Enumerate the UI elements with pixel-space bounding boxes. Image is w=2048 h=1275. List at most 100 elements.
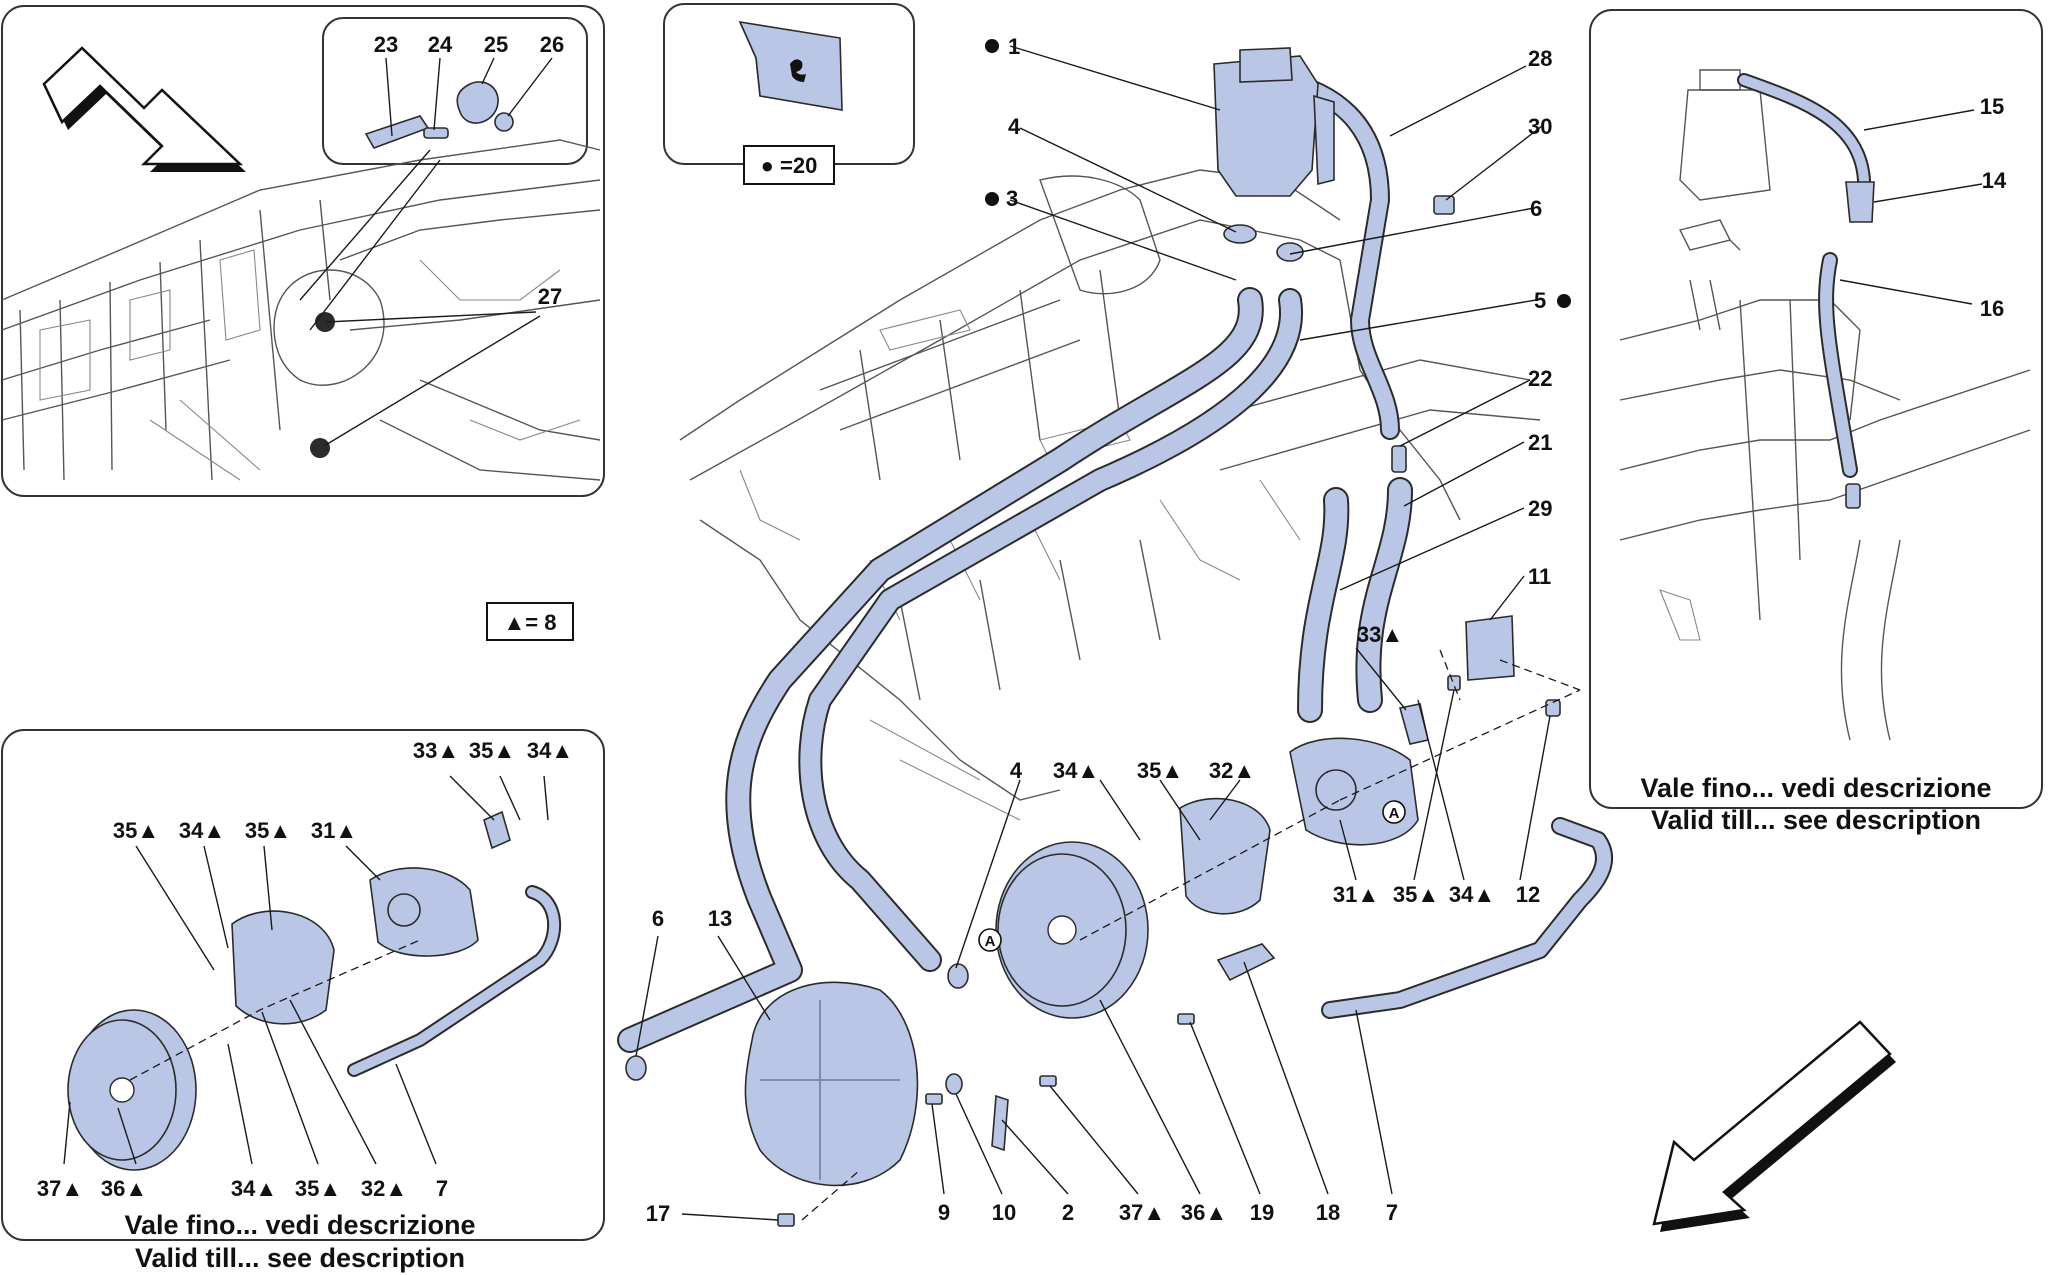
bolt-12	[1545, 699, 1561, 717]
callout-35-variant-c: 35▲	[245, 818, 291, 843]
callout-24: 24	[428, 32, 453, 57]
bracket-18	[1216, 943, 1276, 982]
view-A-marker-icon-1: A	[978, 928, 1002, 952]
power-steering-pump-31	[1289, 703, 1429, 846]
washer-10	[945, 1073, 963, 1095]
direction-arrow-icon-bottom-right	[1652, 1020, 1896, 1232]
sensor-14	[1845, 181, 1875, 223]
callout-36-center: 36▲	[1181, 1200, 1227, 1225]
reservoir-variant-illustration	[1619, 69, 2031, 741]
callout-2: 2	[1062, 1200, 1074, 1225]
clamp-6-lower	[625, 1055, 647, 1081]
callout-23: 23	[374, 32, 398, 57]
variant-hose-7	[347, 885, 561, 1077]
callout-34-center-b: 34▲	[1449, 882, 1495, 907]
callout-33-center: 33▲	[1357, 622, 1403, 647]
callout-21: 21	[1528, 430, 1552, 455]
hose-13-return	[617, 287, 1264, 1053]
callout-35-center-b: 35▲	[1393, 882, 1439, 907]
validity-note-right: Vale fino... vedi descrizione Valid till…	[1640, 773, 1991, 835]
canister-11	[1465, 615, 1515, 681]
direction-arrow-icon-top-left	[42, 46, 246, 172]
connector-22	[1391, 445, 1407, 473]
legend-triangle: ▲= 8	[486, 602, 574, 641]
callout-19: 19	[1250, 1200, 1274, 1225]
callout-11: 11	[1528, 564, 1551, 589]
view-A-label-2: A	[1389, 805, 1400, 822]
callout-1: 1	[1008, 34, 1020, 59]
callout-5-bullet	[1557, 294, 1571, 308]
connector-16-end	[1845, 483, 1861, 509]
callout-28: 28	[1528, 46, 1552, 71]
legend-triangle-text: ▲= 8	[504, 610, 557, 635]
variant-part-33	[483, 810, 511, 850]
validity-note-left: Vale fino... vedi descrizione Valid till…	[124, 1210, 475, 1273]
engine-intake-illustration	[679, 169, 1541, 821]
clamp-4-upper	[1223, 224, 1257, 244]
pulley-36	[995, 841, 1149, 1019]
callout-3-bullet	[985, 192, 999, 206]
clip-30	[1433, 195, 1455, 215]
callout-35-variant-d: 35▲	[295, 1176, 341, 1201]
callout-13: 13	[708, 906, 732, 931]
chassis-frame-illustration	[1, 139, 601, 481]
callout-16: 16	[1980, 296, 2004, 321]
callout-31-variant: 31▲	[311, 818, 357, 843]
hose-21	[1355, 477, 1413, 713]
hose-5-feed	[798, 288, 1304, 972]
ferrari-flag-icon	[738, 20, 843, 111]
hose-16	[1818, 252, 1858, 478]
validity-note-left-en: Valid till... see description	[135, 1243, 465, 1273]
assembly-axis-11	[1499, 659, 1581, 691]
callout-32-center: 32▲	[1209, 758, 1255, 783]
callout-29: 29	[1528, 496, 1552, 521]
callout-35-variant-a: 35▲	[469, 738, 515, 763]
variant-pulley-36	[67, 1009, 197, 1171]
callout-15: 15	[1980, 94, 2004, 119]
hose-28	[1270, 70, 1400, 440]
bolt-37	[1039, 1075, 1057, 1087]
washer-35	[1447, 675, 1461, 691]
callout-25: 25	[484, 32, 508, 57]
callout-1-bullet	[985, 39, 999, 53]
callout-26: 26	[540, 32, 564, 57]
bracket-detail-parts	[364, 81, 514, 149]
callout-5: 5	[1534, 288, 1546, 313]
fastener-27-lower	[310, 438, 330, 458]
callout-10: 10	[992, 1200, 1016, 1225]
hose-15	[1737, 73, 1871, 187]
callout-34-variant-c: 34▲	[231, 1176, 277, 1201]
view-A-marker-icon-2: A	[1382, 800, 1406, 824]
callout-34-variant-a: 34▲	[527, 738, 573, 763]
callout-36-variant: 36▲	[101, 1176, 147, 1201]
bolt-9	[925, 1093, 943, 1105]
callout-12: 12	[1516, 882, 1540, 907]
hose-7-pressure	[1321, 817, 1613, 1019]
panel-reservoir-variant	[1589, 9, 2043, 809]
bracket-2	[991, 1094, 1009, 1152]
callout-35-variant-b: 35▲	[113, 818, 159, 843]
callout-4-upper: 4	[1008, 114, 1021, 139]
callout-labels: 1 4 3 5 6 30 28 22 21 29 11 33▲ 34▲ 35▲ …	[37, 32, 2007, 1226]
bolt-24	[423, 127, 449, 139]
hose-29	[1297, 487, 1350, 723]
assembly-axis-variant	[129, 939, 421, 1081]
variant-bracket-32	[231, 910, 335, 1025]
callout-18: 18	[1316, 1200, 1340, 1225]
callout-31-center: 31▲	[1333, 882, 1379, 907]
validity-note-right-en: Valid till... see description	[1651, 805, 1981, 835]
callout-14: 14	[1982, 168, 2007, 193]
pump-housing-13	[744, 981, 919, 1187]
validity-note-right-it: Vale fino... vedi descrizione	[1640, 773, 1991, 803]
callout-34-center: 34▲	[1053, 758, 1099, 783]
clamp-25	[456, 81, 499, 124]
reservoir-1	[1213, 47, 1335, 197]
callout-7-variant: 7	[436, 1176, 448, 1201]
callout-17: 17	[646, 1201, 670, 1226]
callout-6-upper: 6	[1530, 196, 1542, 221]
view-A-label-1: A	[985, 933, 996, 950]
callout-4-lower: 4	[1010, 758, 1023, 783]
bolt-17	[777, 1213, 795, 1227]
legend-circle-text: ● =20	[761, 153, 818, 178]
